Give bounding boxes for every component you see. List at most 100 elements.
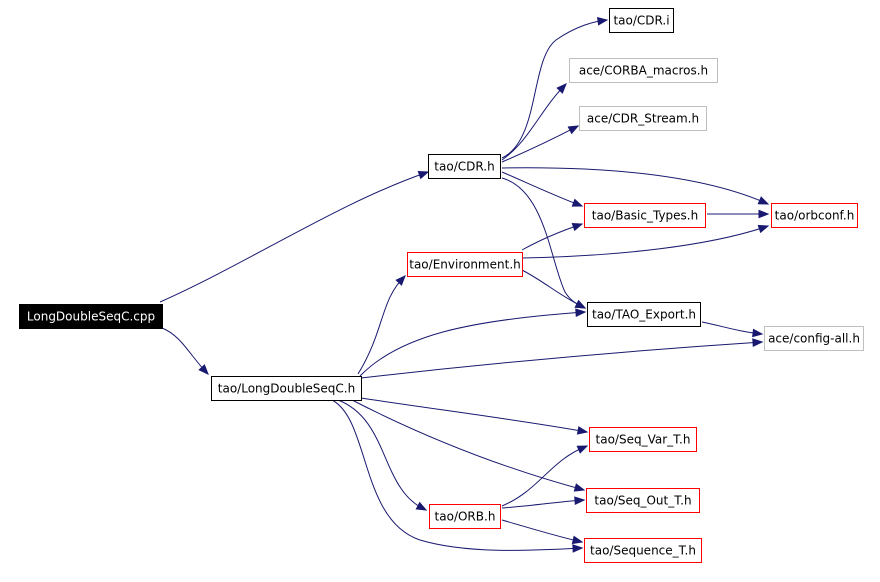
node-box xyxy=(584,538,702,563)
node-label: tao/CDR.h xyxy=(434,160,494,174)
node-box xyxy=(584,203,706,228)
node-label: tao/ORB.h xyxy=(435,510,496,524)
node-box xyxy=(587,302,701,327)
node-root[interactable]: LongDoubleSeqC.cpp xyxy=(19,304,163,329)
edge-line xyxy=(337,399,427,511)
edge-orb_h-to-seq_var xyxy=(501,445,589,507)
node-box xyxy=(609,8,674,33)
edge-line xyxy=(501,167,769,205)
edge-line xyxy=(161,327,209,375)
node-box xyxy=(569,58,718,83)
edge-arrowhead xyxy=(567,125,580,135)
node-longdoubleseq-h[interactable]: tao/LongDoubleSeqC.h xyxy=(211,376,362,401)
edge-line xyxy=(357,275,406,375)
node-box xyxy=(407,252,523,277)
node-box xyxy=(19,304,163,329)
edge-arrowhead xyxy=(575,308,587,318)
edge-orb_h-to-sequence_t xyxy=(501,519,584,545)
edge-line xyxy=(501,445,588,507)
node-label: tao/Sequence_T.h xyxy=(590,544,696,558)
edge-line xyxy=(501,19,608,159)
edge-tao_export-to-config_all xyxy=(701,321,764,338)
edge-root-to-longdoubleseq_h xyxy=(161,327,209,375)
node-cdr-stream[interactable]: ace/CDR_Stream.h xyxy=(579,106,707,131)
edge-line xyxy=(331,399,583,551)
edge-longdoubleseq_h-to-seq_out xyxy=(351,399,586,492)
node-seq-var[interactable]: tao/Seq_Var_T.h xyxy=(589,427,697,452)
node-cdr-h[interactable]: tao/CDR.h xyxy=(428,154,501,179)
edge-arrowhead xyxy=(417,171,430,180)
edge-arrowhead xyxy=(757,224,770,234)
node-box xyxy=(771,203,858,228)
edge-line xyxy=(351,399,585,491)
node-orbconf[interactable]: tao/orbconf.h xyxy=(771,203,858,228)
edge-line xyxy=(360,341,763,379)
edge-environment-to-tao_export xyxy=(521,269,587,309)
edge-cdr_h-to-corba_macros xyxy=(501,83,567,161)
edge-line xyxy=(521,225,769,259)
edge-line xyxy=(159,171,429,303)
node-label: tao/Seq_Var_T.h xyxy=(596,433,691,447)
edge-arrowhead xyxy=(576,445,589,454)
edge-cdr_h-to-cdr_stream xyxy=(501,125,580,163)
node-label: tao/TAO_Export.h xyxy=(592,308,696,322)
edge-arrowhead xyxy=(395,275,406,286)
edge-line xyxy=(501,519,583,543)
node-box xyxy=(586,488,700,513)
edge-line xyxy=(501,83,567,161)
edge-arrowhead xyxy=(415,501,428,511)
nodes-layer: LongDoubleSeqC.cpp tao/CDR.h tao/CDR.i ace/… xyxy=(19,8,864,563)
edge-root-to-cdr_h xyxy=(159,171,430,303)
edge-arrowhead xyxy=(571,198,584,207)
edge-cdr_h-to-orbconf xyxy=(501,167,770,205)
edge-cdr_h-to-cdr_i xyxy=(501,17,609,159)
edge-longdoubleseq_h-to-config_all xyxy=(360,338,764,379)
edge-arrowhead xyxy=(574,299,587,309)
edge-arrowhead xyxy=(571,535,584,545)
node-sequence-t[interactable]: tao/Sequence_T.h xyxy=(584,538,702,563)
edge-line xyxy=(360,397,588,433)
node-box xyxy=(589,427,697,452)
node-label: tao/CDR.i xyxy=(613,14,669,28)
edge-arrowhead xyxy=(574,496,586,506)
edge-arrowhead xyxy=(758,209,770,219)
node-orb-h[interactable]: tao/ORB.h xyxy=(429,504,501,529)
edge-arrowhead xyxy=(573,483,586,492)
node-box xyxy=(764,326,864,351)
edge-line xyxy=(501,499,585,509)
edge-line xyxy=(359,311,586,377)
node-basic-types[interactable]: tao/Basic_Types.h xyxy=(584,203,706,228)
node-environment[interactable]: tao/Environment.h xyxy=(407,252,523,277)
node-seq-out[interactable]: tao/Seq_Out_T.h xyxy=(586,488,700,513)
edge-arrowhead xyxy=(752,328,764,338)
edge-cdr_h-to-basic_types xyxy=(501,171,584,207)
edge-environment-to-basic_types xyxy=(521,222,584,251)
edge-orb_h-to-seq_out xyxy=(501,496,586,509)
node-label: LongDoubleSeqC.cpp xyxy=(27,310,155,324)
edge-arrowhead xyxy=(572,544,584,553)
node-corba-macros[interactable]: ace/CORBA_macros.h xyxy=(569,58,718,83)
node-label: ace/config-all.h xyxy=(768,332,860,346)
edge-line xyxy=(501,125,579,163)
edge-arrowhead xyxy=(198,364,209,375)
edge-longdoubleseq_h-to-tao_export xyxy=(359,308,587,377)
node-config-all[interactable]: ace/config-all.h xyxy=(764,326,864,351)
edge-environment-to-orbconf xyxy=(521,224,770,259)
edge-arrowhead xyxy=(596,17,609,26)
node-label: ace/CDR_Stream.h xyxy=(587,112,699,126)
node-box xyxy=(428,154,501,179)
node-tao-export[interactable]: tao/TAO_Export.h xyxy=(587,302,701,327)
edge-longdoubleseq_h-to-environment xyxy=(357,275,406,375)
node-cdr-i[interactable]: tao/CDR.i xyxy=(609,8,674,33)
edge-basic_types-to-orbconf xyxy=(707,209,770,219)
edge-line xyxy=(501,177,586,309)
edge-line xyxy=(501,171,583,207)
edge-arrowhead xyxy=(757,196,770,205)
node-box xyxy=(579,106,707,131)
edge-longdoubleseq_h-to-orb_h xyxy=(337,399,428,511)
edge-longdoubleseq_h-to-sequence_t xyxy=(331,399,584,553)
node-label: tao/LongDoubleSeqC.h xyxy=(218,382,355,396)
edge-line xyxy=(521,223,583,251)
node-label: tao/Environment.h xyxy=(409,258,521,272)
